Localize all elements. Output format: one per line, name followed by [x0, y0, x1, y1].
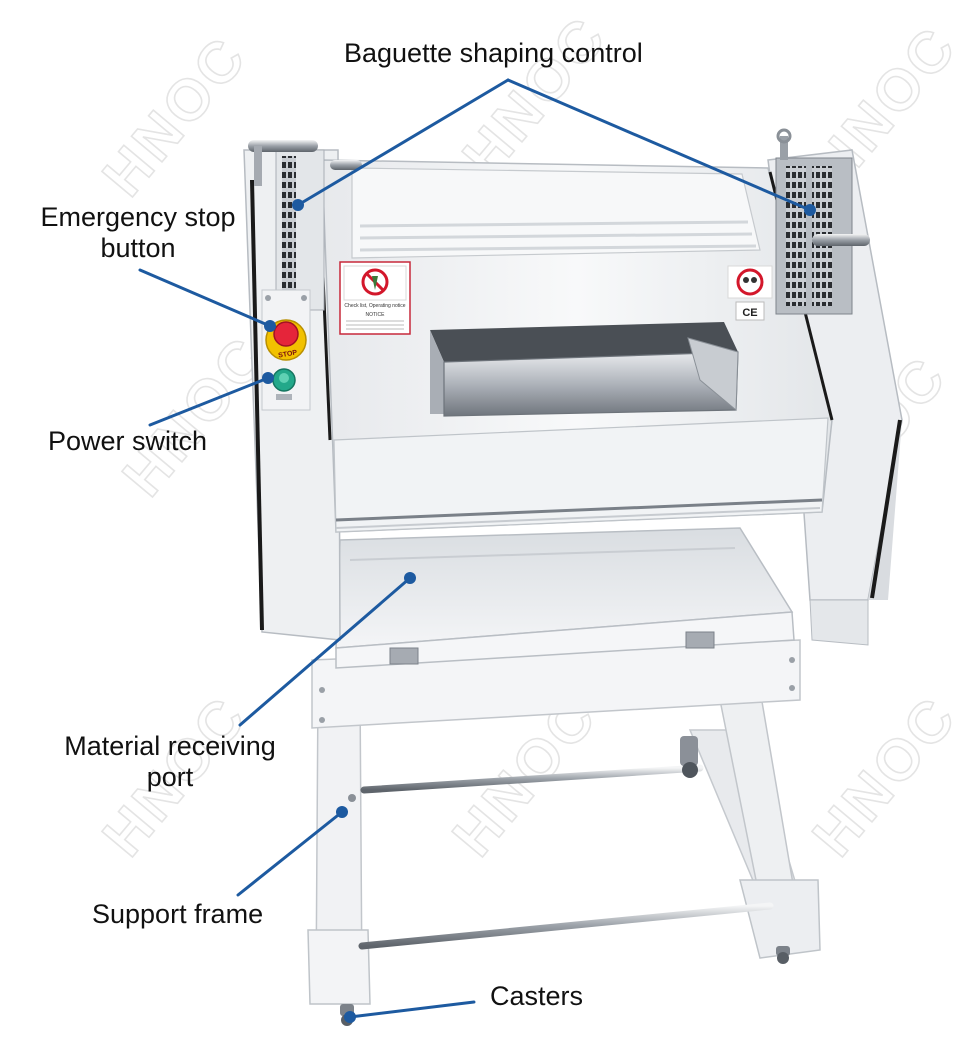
label-casters: Casters — [490, 981, 584, 1011]
label-emergency-stop-button: Emergency stop button — [28, 202, 248, 264]
feeding-hopper — [430, 322, 739, 417]
callout-dot — [262, 372, 274, 384]
material-receiving-tray — [335, 527, 795, 669]
control-panel: STOP — [261, 289, 311, 411]
callout-line-casters — [348, 1000, 476, 1019]
callout-line-support-frame — [236, 810, 344, 897]
callout-dot — [404, 572, 416, 584]
label-material-receiving-line2: port — [146, 762, 194, 792]
watermark-text: HNOC — [800, 683, 960, 868]
watermark-text: HNOC — [450, 3, 620, 188]
label-baguette-shaping-control: Baguette shaping control — [344, 38, 643, 68]
support-frame — [307, 639, 821, 1005]
warning-caption: Check list, Operating notice — [344, 303, 405, 309]
emergency-stop-button: STOP — [265, 319, 307, 361]
label-power-switch: Power switch — [48, 426, 208, 456]
label-material-receiving-line1: Material receiving — [64, 731, 276, 761]
callout-dot — [804, 204, 816, 216]
callout-dot — [292, 199, 304, 211]
callout-line-baguette-right — [506, 78, 812, 212]
hand-warning-sticker: CE — [727, 265, 773, 321]
left-shaping-control — [248, 140, 362, 311]
callout-dot — [344, 1011, 356, 1023]
label-emergency-stop-line1: Emergency stop — [40, 202, 236, 232]
label-emergency-stop-line2: button — [100, 233, 176, 263]
warning-label-panel: Check list, Operating notice NOTICE — [339, 261, 411, 335]
callout-dots — [262, 199, 816, 1023]
callout-line-power-switch — [148, 376, 270, 427]
callout-lines — [138, 78, 812, 1019]
notice-heading: NOTICE — [366, 312, 386, 318]
callout-dot — [336, 806, 348, 818]
label-material-receiving-port: Material receiving port — [44, 731, 296, 793]
callout-line-material-port — [238, 576, 412, 727]
callout-dot — [264, 320, 276, 332]
label-support-frame: Support frame — [92, 899, 264, 929]
callout-line-baguette-left — [296, 78, 510, 207]
ce-mark: CE — [742, 307, 757, 319]
callout-line-emergency-stop — [138, 268, 272, 328]
power-switch-button — [272, 368, 296, 400]
stop-text: STOP — [278, 349, 298, 359]
watermark-text: HNOC — [90, 23, 260, 208]
